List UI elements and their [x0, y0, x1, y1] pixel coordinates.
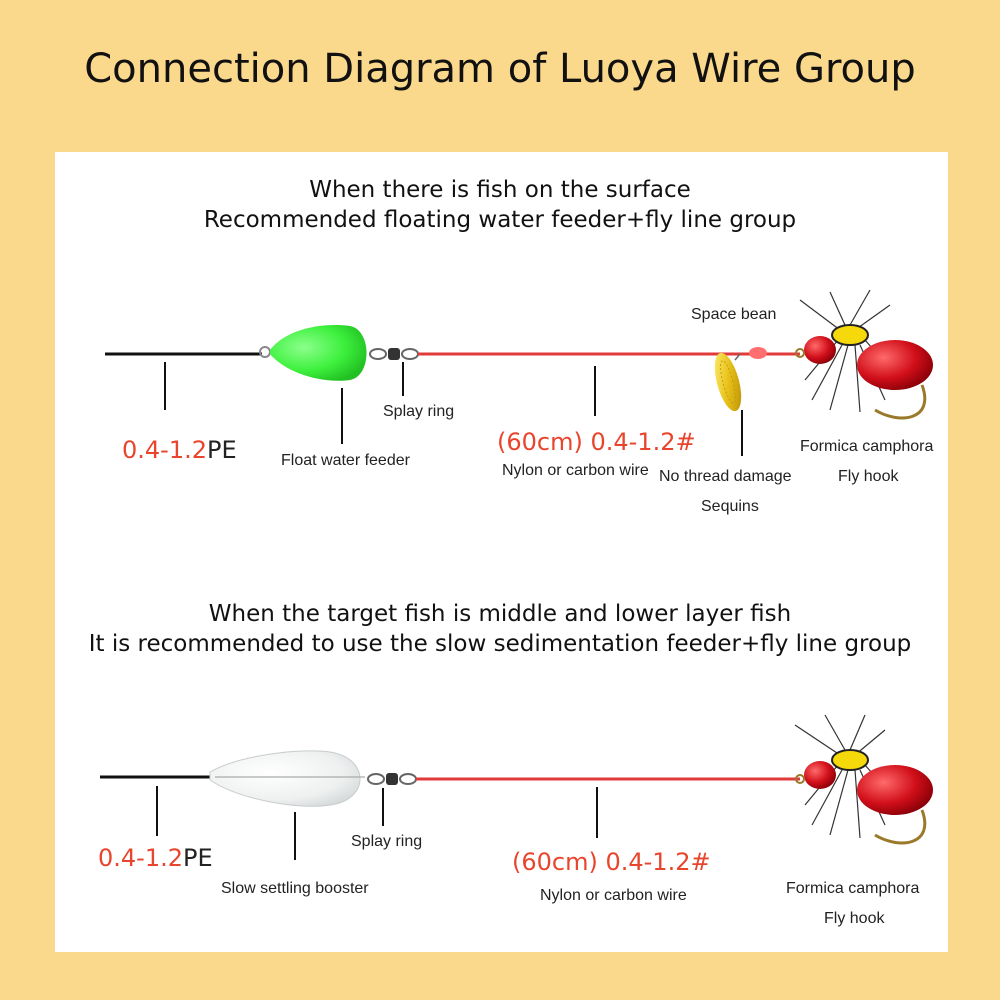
top-main-line-spec-value: 0.4-1.2: [122, 436, 207, 464]
diagram-panel: [55, 152, 948, 952]
page-title: Connection Diagram of Luoya Wire Group: [84, 46, 916, 92]
bottom-fly-label-line1: Formica camphora: [786, 880, 920, 897]
top-heading-line1: When there is fish on the surface: [309, 177, 691, 203]
top-rig: [105, 289, 933, 456]
bottom-swivel-label: Splay ring: [351, 833, 423, 850]
bottom-feeder-label: Slow settling booster: [221, 880, 369, 897]
bottom-main-line-spec: 0.4-1.2PE: [98, 844, 213, 872]
space-bean-label: Space bean: [691, 306, 777, 323]
sequin-label-line2: Sequins: [701, 498, 759, 515]
bottom-swivel-icon: [367, 773, 417, 785]
top-heading-line2: Recommended floating water feeder+fly li…: [203, 207, 797, 233]
sequin-label-line1: No thread damage: [659, 468, 792, 485]
top-feeder-label: Float water feeder: [281, 452, 410, 469]
bottom-fly-hook-icon: [794, 714, 933, 845]
top-main-line-spec: 0.4-1.2PE: [122, 436, 237, 464]
bottom-leader-spec: (60cm) 0.4-1.2#: [512, 848, 711, 876]
top-main-line-spec-unit: PE: [207, 436, 237, 464]
bottom-heading-line2: It is recommended to use the slow sedime…: [88, 631, 912, 657]
top-swivel-icon: [369, 348, 419, 360]
top-fly-label-line1: Formica camphora: [800, 438, 934, 455]
top-swivel-label: Splay ring: [383, 403, 455, 420]
space-bean-icon: [749, 347, 767, 359]
top-fly-hook-icon: [795, 289, 933, 420]
bottom-main-line-spec-unit: PE: [183, 844, 213, 872]
slow-settling-booster-icon: [209, 750, 365, 807]
bottom-leader-label: Nylon or carbon wire: [540, 887, 687, 904]
sequin-icon: [714, 352, 742, 412]
bottom-rig: [100, 714, 933, 860]
bottom-main-line-spec-value: 0.4-1.2: [98, 844, 183, 872]
top-leader-label: Nylon or carbon wire: [502, 462, 649, 479]
bottom-fly-label-line2: Fly hook: [824, 910, 885, 927]
bottom-heading-line1: When the target fish is middle and lower…: [208, 601, 792, 627]
top-fly-label-line2: Fly hook: [838, 468, 899, 485]
top-leader-spec: (60cm) 0.4-1.2#: [497, 428, 696, 456]
float-feeder-icon: [259, 325, 367, 381]
